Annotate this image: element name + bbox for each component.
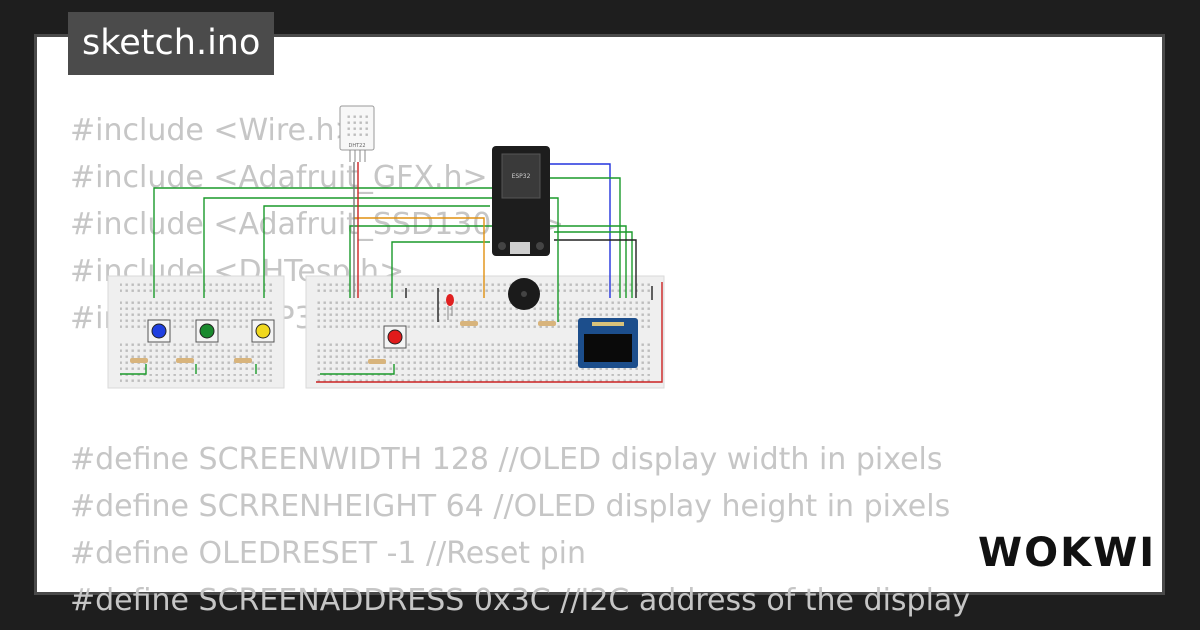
code-line-9: #define SCRRENHEIGHT 64 //OLED display h… — [70, 489, 951, 524]
circuit-diagram: DHT22 ESP32 — [107, 105, 665, 389]
mcu-label: ESP32 — [512, 173, 531, 180]
button-blue-cap — [151, 323, 167, 339]
button-yellow-cap — [255, 323, 271, 339]
button-blue[interactable] — [147, 319, 171, 343]
preview-card: #include <Wire.h> #include <Adafruit_GFX.… — [34, 34, 1165, 618]
oled-display — [578, 318, 638, 368]
wires — [120, 162, 663, 383]
sensor-label: DHT22 — [348, 143, 365, 149]
code-line-1: #include <Wire.h> — [70, 113, 360, 148]
resistors — [130, 321, 556, 364]
logo-text: WOKWI — [978, 530, 1156, 576]
button-green[interactable] — [195, 319, 219, 343]
button-red-cap — [387, 329, 403, 345]
wokwi-logo: WOKWI — [978, 530, 1154, 576]
code-line-10: #define OLEDRESET -1 //Reset pin — [70, 536, 586, 571]
code-preview: #include <Wire.h> #include <Adafruit_GFX.… — [70, 107, 970, 624]
code-line-2: #include <Adafruit_GFX.h> — [70, 160, 488, 195]
led-red — [446, 294, 454, 320]
code-line-11: #define SCREENADDRESS 0x3C //I2C address… — [70, 583, 971, 618]
buzzer — [508, 278, 540, 310]
code-line-7 — [70, 389, 970, 436]
dht22-sensor: DHT22 — [339, 105, 375, 162]
button-yellow[interactable] — [251, 319, 275, 343]
button-green-cap — [199, 323, 215, 339]
file-tab[interactable]: sketch.ino — [68, 12, 275, 75]
code-line-8: #define SCREENWIDTH 128 //OLED display w… — [70, 442, 943, 477]
button-red[interactable] — [383, 325, 407, 349]
led-body — [446, 294, 454, 306]
esp32-board: ESP32 — [492, 146, 550, 256]
